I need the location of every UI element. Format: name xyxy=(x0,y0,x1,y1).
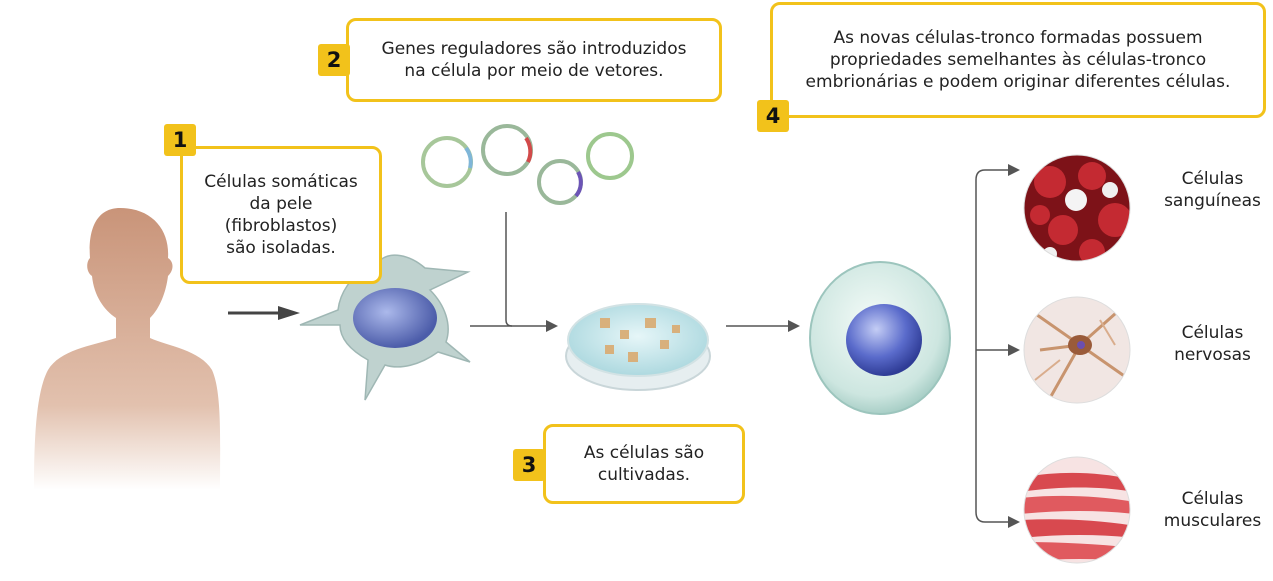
step-1-line: são isoladas. xyxy=(226,238,336,258)
plasmid-vectors xyxy=(421,124,634,205)
arrow-human-to-fibroblast xyxy=(228,306,300,320)
output-label-line: Células xyxy=(1181,169,1244,189)
step-2-badge: 2 xyxy=(318,44,350,76)
output-label-line: musculares xyxy=(1163,511,1262,531)
step-1-badge: 1 xyxy=(164,124,196,156)
step-3-box: As células são cultivadas. xyxy=(543,424,745,504)
output-label-line: Células xyxy=(1181,323,1244,343)
culture-dish xyxy=(565,303,711,391)
fibroblast-cell xyxy=(299,237,471,401)
step-3-badge: 3 xyxy=(513,449,545,481)
step-3-line: As células são xyxy=(583,443,705,463)
step-4-badge: 4 xyxy=(757,100,789,132)
human-torso-figure xyxy=(34,208,221,490)
step-4-line: As novas células-tronco formadas possuem xyxy=(833,28,1203,48)
step-1-line: da pele xyxy=(249,194,313,214)
step-1-box: Células somáticas da pele (fibroblastos)… xyxy=(180,146,382,284)
blood-cells-image xyxy=(1024,155,1130,261)
output-label-line: Células xyxy=(1181,489,1244,509)
nerve-cells-image xyxy=(1024,297,1130,403)
output-label-blood: Células sanguíneas xyxy=(1152,168,1273,212)
step-1-line: Células somáticas xyxy=(204,172,358,192)
arrow-to-culture-dish xyxy=(470,212,558,332)
step-4-box: As novas células-tronco formadas possuem… xyxy=(770,2,1266,118)
step-4-line: embrionárias e podem originar diferentes… xyxy=(805,72,1231,92)
branch-arrows xyxy=(975,164,1020,528)
induced-stem-cell xyxy=(809,261,951,415)
step-3-line: cultivadas. xyxy=(597,465,691,485)
step-2-line: na célula por meio de vetores. xyxy=(404,61,664,81)
output-label-muscle: Células musculares xyxy=(1152,488,1273,532)
muscle-cells-image xyxy=(1024,457,1130,563)
step-2-line: Genes reguladores são introduzidos xyxy=(381,39,687,59)
step-1-line: (fibroblastos) xyxy=(224,216,338,236)
arrow-dish-to-stem-cell xyxy=(726,320,800,332)
output-label-nerve: Células nervosas xyxy=(1152,322,1273,366)
output-label-line: nervosas xyxy=(1174,345,1251,365)
step-4-line: propriedades semelhantes às células-tron… xyxy=(829,50,1207,70)
step-2-box: Genes reguladores são introduzidos na cé… xyxy=(346,18,722,102)
output-label-line: sanguíneas xyxy=(1164,191,1261,211)
